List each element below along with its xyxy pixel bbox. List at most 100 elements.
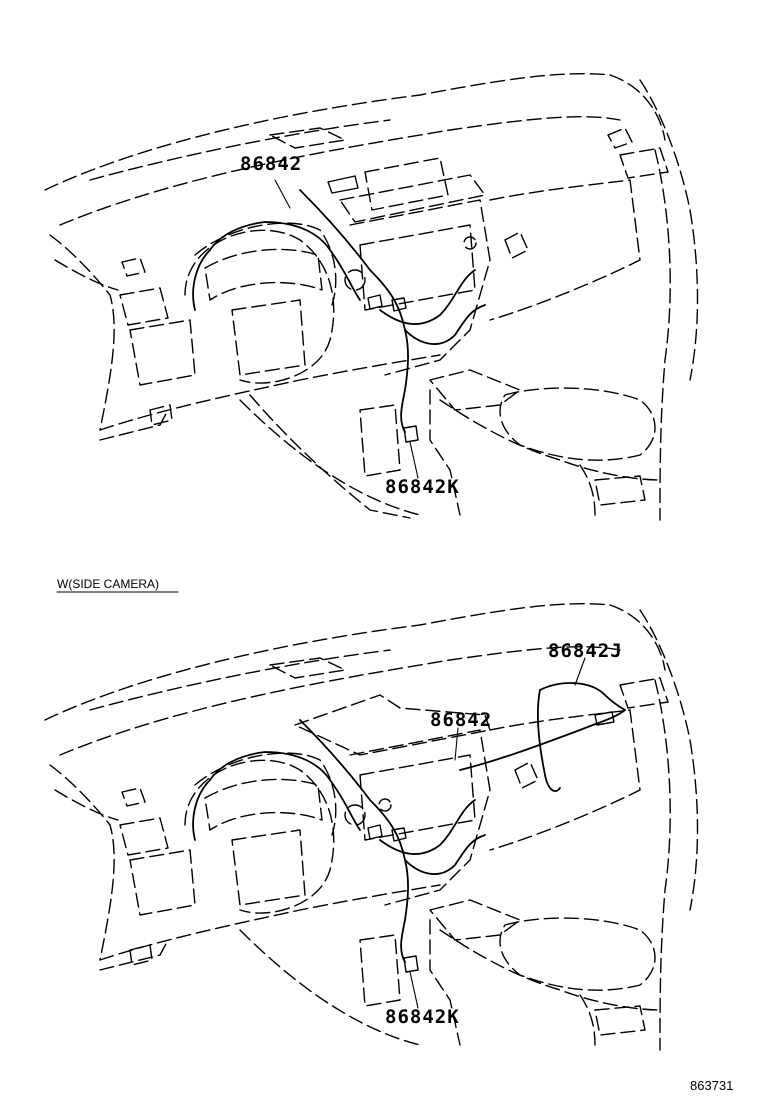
dashboard-diagram-top: 86842 86842K [44, 73, 699, 521]
harness-connector-top [327, 175, 359, 194]
left-vent [119, 287, 169, 326]
windshield-line [89, 119, 391, 181]
camera-connector [594, 711, 615, 726]
console-front [429, 389, 461, 516]
leader-86842K-bottom [409, 971, 419, 1009]
dashboard-upper-edge [59, 116, 621, 226]
diagram-id-number: 863731 [690, 1078, 733, 1093]
cluster-hood [194, 752, 337, 836]
console-side [439, 399, 661, 481]
left-dash-edge [49, 234, 115, 431]
leader-86842K-top [409, 441, 419, 479]
center-knob [378, 798, 392, 812]
label-86842J: 86842J [548, 640, 623, 662]
leader-86842-top [274, 179, 291, 209]
center-console [429, 899, 521, 941]
left-vent-small [121, 787, 146, 807]
right-door-edge [654, 679, 671, 1051]
wire-harness-cluster-branch [209, 221, 361, 301]
ignition-switch [344, 269, 366, 291]
left-dash-edge [49, 764, 115, 961]
wire-harness-console [404, 834, 486, 875]
dashboard-diagram-bottom: 86842J 86842 86842K [44, 603, 699, 1051]
glovebox-vent [514, 761, 539, 789]
wire-harness-console [404, 304, 486, 345]
console-side [439, 929, 661, 1011]
center-panel [359, 754, 476, 841]
left-knee-bottom [99, 939, 169, 971]
center-console [429, 369, 521, 411]
center-stack [349, 199, 491, 376]
caption-side-camera: W(SIDE CAMERA) [57, 577, 159, 591]
wire-harness-86842J-top [539, 682, 626, 711]
right-dash-edge [489, 179, 641, 321]
defroster-vent [269, 127, 346, 149]
floor-line [239, 399, 421, 516]
left-side-panel [359, 404, 401, 477]
label-86842K-bottom: 86842K [385, 1006, 460, 1028]
center-knob [463, 236, 477, 250]
left-knee-panel [99, 884, 441, 961]
steering-wheel-outer [184, 229, 335, 384]
cluster-hood [194, 222, 337, 306]
center-panel [359, 224, 476, 311]
label-86842-bottom: 86842 [430, 709, 492, 731]
lower-console-edge [579, 464, 596, 516]
windshield-line [89, 649, 391, 711]
label-86842K-top: 86842K [385, 476, 460, 498]
dashboard-top-outline [44, 73, 666, 191]
right-vent-small [607, 127, 633, 149]
left-side-panel [359, 934, 401, 1007]
console-tray [594, 475, 646, 506]
center-stack [349, 729, 491, 906]
wire-harness-center-branch [379, 799, 476, 855]
floor-line [239, 929, 421, 1046]
harness-connector-bottom [403, 955, 419, 973]
console-tray [594, 1005, 646, 1036]
wire-harness-cluster-branch [209, 751, 361, 831]
small-part [129, 944, 153, 966]
left-vent-small [121, 257, 146, 277]
leader-86842-bottom [454, 727, 459, 761]
wire-harness-86842 [299, 189, 409, 433]
armrest [499, 917, 656, 991]
right-door-edge [654, 149, 671, 521]
left-knee-panel [99, 354, 441, 431]
harness-connector-bottom [403, 425, 419, 443]
center-stack-top [294, 694, 491, 756]
left-lower-panel [129, 849, 196, 916]
right-vent [619, 677, 669, 709]
steering-hub [231, 299, 306, 376]
small-part [149, 404, 173, 426]
harness-connector-center [367, 824, 383, 840]
left-pillar [54, 789, 119, 821]
armrest [499, 387, 656, 461]
dashboard-upper-edge [59, 646, 621, 756]
right-pillar [639, 609, 699, 911]
left-pillar [54, 259, 119, 291]
wire-harness-86842J-loop [537, 689, 561, 792]
left-lower-panel [129, 319, 196, 386]
wire-harness-86842J [459, 709, 626, 771]
label-86842-top: 86842 [240, 153, 302, 175]
glovebox-vent [504, 231, 529, 259]
right-vent [619, 147, 669, 179]
left-knee-bottom [99, 409, 169, 441]
steering-hub [231, 829, 306, 906]
cluster-face [204, 778, 323, 831]
center-display [364, 157, 449, 211]
right-dash-edge [489, 709, 641, 851]
harness-connector-right [391, 827, 407, 842]
lower-console-edge [579, 994, 596, 1046]
steering-wheel-outer [184, 759, 335, 914]
harness-connector-right [391, 297, 407, 312]
cluster-face [204, 248, 323, 301]
ignition-switch [344, 804, 366, 826]
wire-harness-loop [192, 779, 211, 841]
wire-harness-86842 [299, 719, 409, 963]
wire-harness-center-branch [379, 269, 476, 325]
defroster-vent [269, 657, 346, 679]
wire-harness-loop [192, 249, 211, 311]
center-stack-top [339, 174, 486, 223]
